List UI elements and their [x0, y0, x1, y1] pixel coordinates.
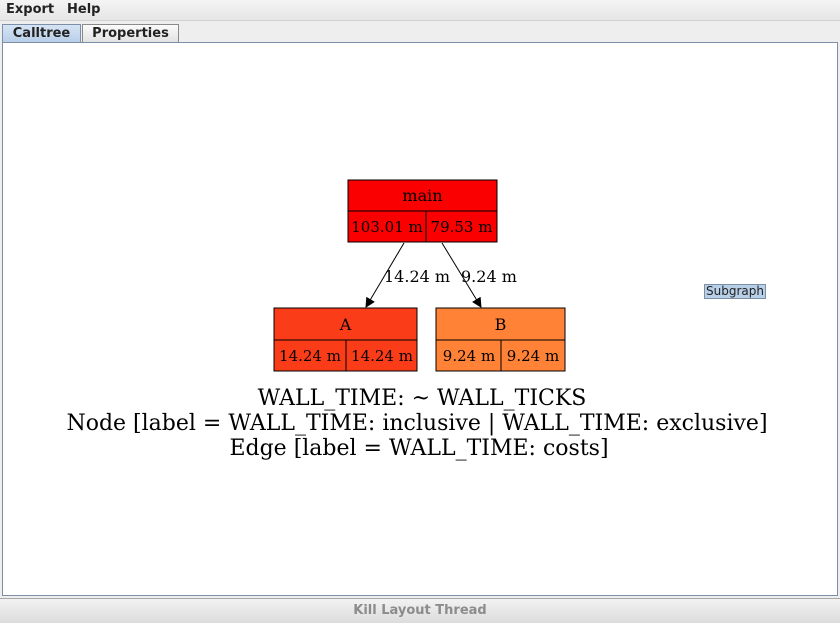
tab-strip: Calltree Properties — [0, 21, 840, 42]
edge-main-a — [365, 242, 405, 308]
edge-main-b-label: 9.24 m — [461, 267, 517, 286]
menu-bar: Export Help — [0, 0, 840, 21]
node-main[interactable]: main 103.01 m 79.53 m — [347, 179, 498, 243]
legend-node-line: Node [label = WALL_TIME: inclusive | WAL… — [66, 411, 767, 436]
node-a-inclusive: 14.24 m — [279, 347, 341, 365]
node-main-exclusive: 79.53 m — [431, 218, 493, 236]
node-b-inclusive: 9.24 m — [443, 347, 495, 365]
calltree-graph-panel[interactable]: main 103.01 m 79.53 m 14.24 m 9.24 m A 1… — [2, 42, 838, 596]
node-main-title: main — [402, 186, 442, 205]
bottom-bar: Kill Layout Thread — [0, 598, 840, 623]
node-a-title: A — [339, 315, 352, 334]
node-a-exclusive: 14.24 m — [351, 347, 413, 365]
tab-properties[interactable]: Properties — [82, 24, 179, 42]
legend-metric-line: WALL_TIME: ~ WALL_TICKS — [258, 386, 587, 411]
graph-legend: WALL_TIME: ~ WALL_TICKS Node [label = WA… — [66, 386, 767, 461]
calltree-graph: main 103.01 m 79.53 m 14.24 m 9.24 m A 1… — [66, 179, 768, 461]
legend-edge-line: Edge [label = WALL_TIME: costs] — [229, 436, 608, 461]
tab-calltree[interactable]: Calltree — [2, 24, 81, 42]
subgraph-button[interactable]: Subgraph — [704, 284, 766, 299]
node-a[interactable]: A 14.24 m 14.24 m — [273, 307, 418, 372]
menu-help[interactable]: Help — [67, 2, 101, 17]
node-main-inclusive: 103.01 m — [351, 218, 422, 236]
node-b-exclusive: 9.24 m — [507, 347, 559, 365]
node-b-title: B — [495, 315, 507, 334]
edge-main-b — [441, 242, 482, 308]
edge-main-a-label: 14.24 m — [384, 267, 450, 286]
menu-export[interactable]: Export — [6, 2, 55, 17]
kill-layout-thread-button[interactable]: Kill Layout Thread — [353, 603, 487, 618]
node-b[interactable]: B 9.24 m 9.24 m — [435, 307, 566, 372]
